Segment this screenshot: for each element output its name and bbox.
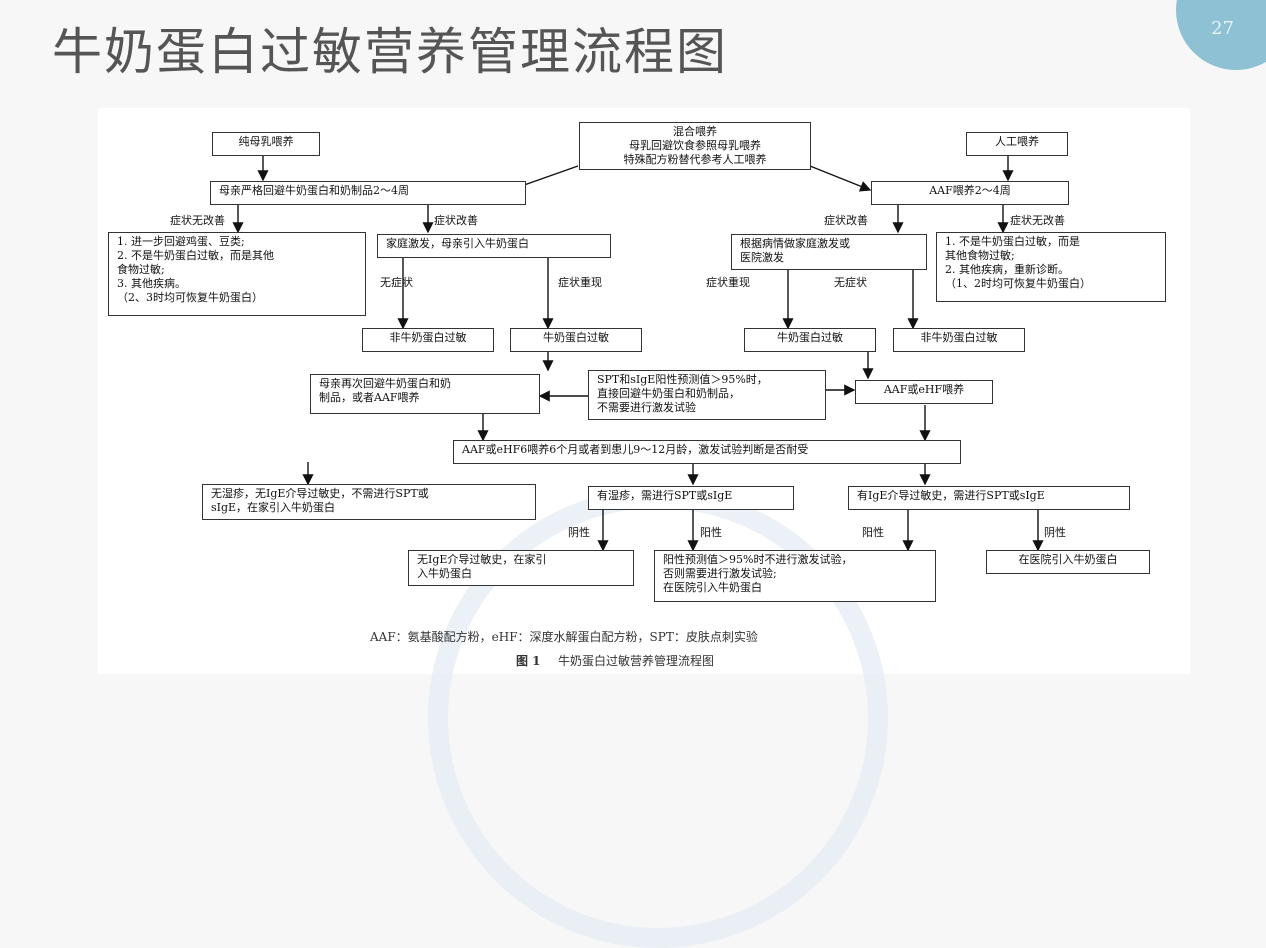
figure-caption: 牛奶蛋白过敏营养管理流程图 [558, 654, 715, 668]
slide-title: 牛奶蛋白过敏营养管理流程图 [52, 23, 728, 81]
spt-sige-note-box: SPT和sIgE阳性预测值＞95%时， 直接回避牛奶蛋白和奶制品， 不需要进行激… [588, 370, 826, 420]
figure-number: 图 1 [516, 654, 541, 668]
formula-feeding-box: 人工喂养 [966, 132, 1068, 156]
positive-predictive-box: 阳性预测值＞95%时不进行激发试验， 否则需要进行激发试验; 在医院引入牛奶蛋白 [654, 550, 936, 602]
page-number: 27 [1211, 18, 1234, 39]
right-diagnosis-note: 1. 不是牛奶蛋白过敏，而是 其他食物过敏; 2. 其他疾病，重新诊断。 （1、… [936, 232, 1166, 302]
label-no-symptom-left: 无症状 [380, 276, 413, 289]
breastfeeding-box: 纯母乳喂养 [212, 132, 320, 156]
non-cma-right-box: 非牛奶蛋白过敏 [893, 328, 1025, 352]
home-introduce-box: 无IgE介导过敏史，在家引 入牛奶蛋白 [408, 550, 634, 586]
label-recur-left: 症状重现 [558, 276, 602, 289]
label-recur-right: 症状重现 [706, 276, 750, 289]
hospital-introduce-box: 在医院引入牛奶蛋白 [986, 550, 1150, 574]
label-improve-right: 症状改善 [824, 214, 868, 227]
mother-avoid-box: 母亲严格回避牛奶蛋白和奶制品2～4周 [210, 181, 526, 205]
label-no-symptom-right: 无症状 [834, 276, 867, 289]
cma-left-box: 牛奶蛋白过敏 [510, 328, 642, 352]
label-positive-2: 阳性 [862, 526, 884, 539]
home-challenge-box: 家庭激发，母亲引入牛奶蛋白 [377, 234, 611, 258]
cma-right-box: 牛奶蛋白过敏 [744, 328, 876, 352]
label-no-improve-left: 症状无改善 [170, 214, 225, 227]
abbreviation-legend: AAF：氨基酸配方粉，eHF：深度水解蛋白配方粉，SPT：皮肤点刺实验 [370, 630, 758, 644]
mother-avoid-again-box: 母亲再次回避牛奶蛋白和奶 制品，或者AAF喂养 [310, 374, 540, 414]
hospital-challenge-box: 根据病情做家庭激发或 医院激发 [731, 234, 927, 270]
label-negative-1: 阴性 [568, 526, 590, 539]
eczema-box: 有湿疹，需进行SPT或sIgE [588, 486, 794, 510]
label-negative-2: 阴性 [1044, 526, 1066, 539]
ige-history-box: 有IgE介导过敏史，需进行SPT或sIgE [848, 486, 1130, 510]
label-no-improve-right: 症状无改善 [1010, 214, 1065, 227]
label-improve-left: 症状改善 [434, 214, 478, 227]
label-positive-1: 阳性 [700, 526, 722, 539]
left-diagnosis-note: 1. 进一步回避鸡蛋、豆类; 2. 不是牛奶蛋白过敏，而是其他 食物过敏; 3.… [108, 232, 366, 316]
mixed-feeding-box: 混合喂养 母乳回避饮食参照母乳喂养 特殊配方粉替代参考人工喂养 [579, 122, 811, 170]
aaf-feeding-box: AAF喂养2～4周 [871, 181, 1069, 205]
non-cma-left-box: 非牛奶蛋白过敏 [362, 328, 494, 352]
flowchart-arrows [232, 156, 1044, 552]
aaf-or-ehf-box: AAF或eHF喂养 [855, 380, 993, 404]
six-months-box: AAF或eHF6喂养6个月或者到患儿9～12月龄，激发试验判断是否耐受 [453, 440, 961, 464]
flowchart-figure: 纯母乳喂养 混合喂养 母乳回避饮食参照母乳喂养 特殊配方粉替代参考人工喂养 人工… [98, 108, 1190, 948]
no-eczema-box: 无湿疹，无IgE介导过敏史，不需进行SPT或 sIgE，在家引入牛奶蛋白 [202, 484, 536, 520]
